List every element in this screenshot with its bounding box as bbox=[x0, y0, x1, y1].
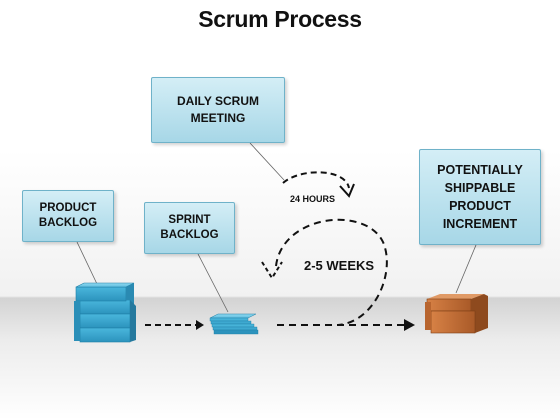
daily-cycle-loop bbox=[282, 171, 350, 189]
sprint-backlog-stack bbox=[209, 313, 259, 335]
sprint-cycle-arrowhead bbox=[261, 261, 283, 280]
pointer-daily-scrum bbox=[249, 142, 285, 181]
product-increment-box: POTENTIALLY SHIPPABLE PRODUCT INCREMENT bbox=[419, 149, 541, 245]
daily-cycle-label: 24 HOURS bbox=[290, 194, 336, 204]
daily-scrum-meeting-box: DAILY SCRUM MEETING bbox=[151, 77, 285, 143]
sprint-backlog-label: SPRINT BACKLOG bbox=[160, 214, 219, 241]
product-backlog-label: PRODUCT BACKLOG bbox=[38, 202, 98, 229]
product-increment-label: POTENTIALLY SHIPPABLE PRODUCT INCREMENT bbox=[437, 163, 523, 231]
sprint-cycle-loop bbox=[275, 218, 388, 326]
product-increment-stack bbox=[425, 294, 488, 334]
pointer-product-backlog bbox=[76, 241, 98, 285]
pointer-sprint-backlog bbox=[197, 253, 229, 313]
sprint-cycle-label: 2-5 WEEKS bbox=[304, 258, 375, 273]
product-backlog-stack bbox=[74, 282, 136, 343]
daily-scrum-meeting-label: DAILY SCRUM MEETING bbox=[176, 94, 259, 125]
pointer-increment bbox=[455, 244, 477, 294]
sprint-backlog-box: SPRINT BACKLOG bbox=[144, 202, 235, 254]
flow-arrow-to-increment bbox=[277, 319, 415, 331]
daily-cycle-arrowhead bbox=[339, 183, 355, 198]
callout-pointers bbox=[76, 142, 477, 313]
product-backlog-box: PRODUCT BACKLOG bbox=[22, 190, 114, 242]
flow-arrow-to-sprint bbox=[145, 320, 204, 330]
page-title: Scrum Process bbox=[198, 6, 362, 32]
